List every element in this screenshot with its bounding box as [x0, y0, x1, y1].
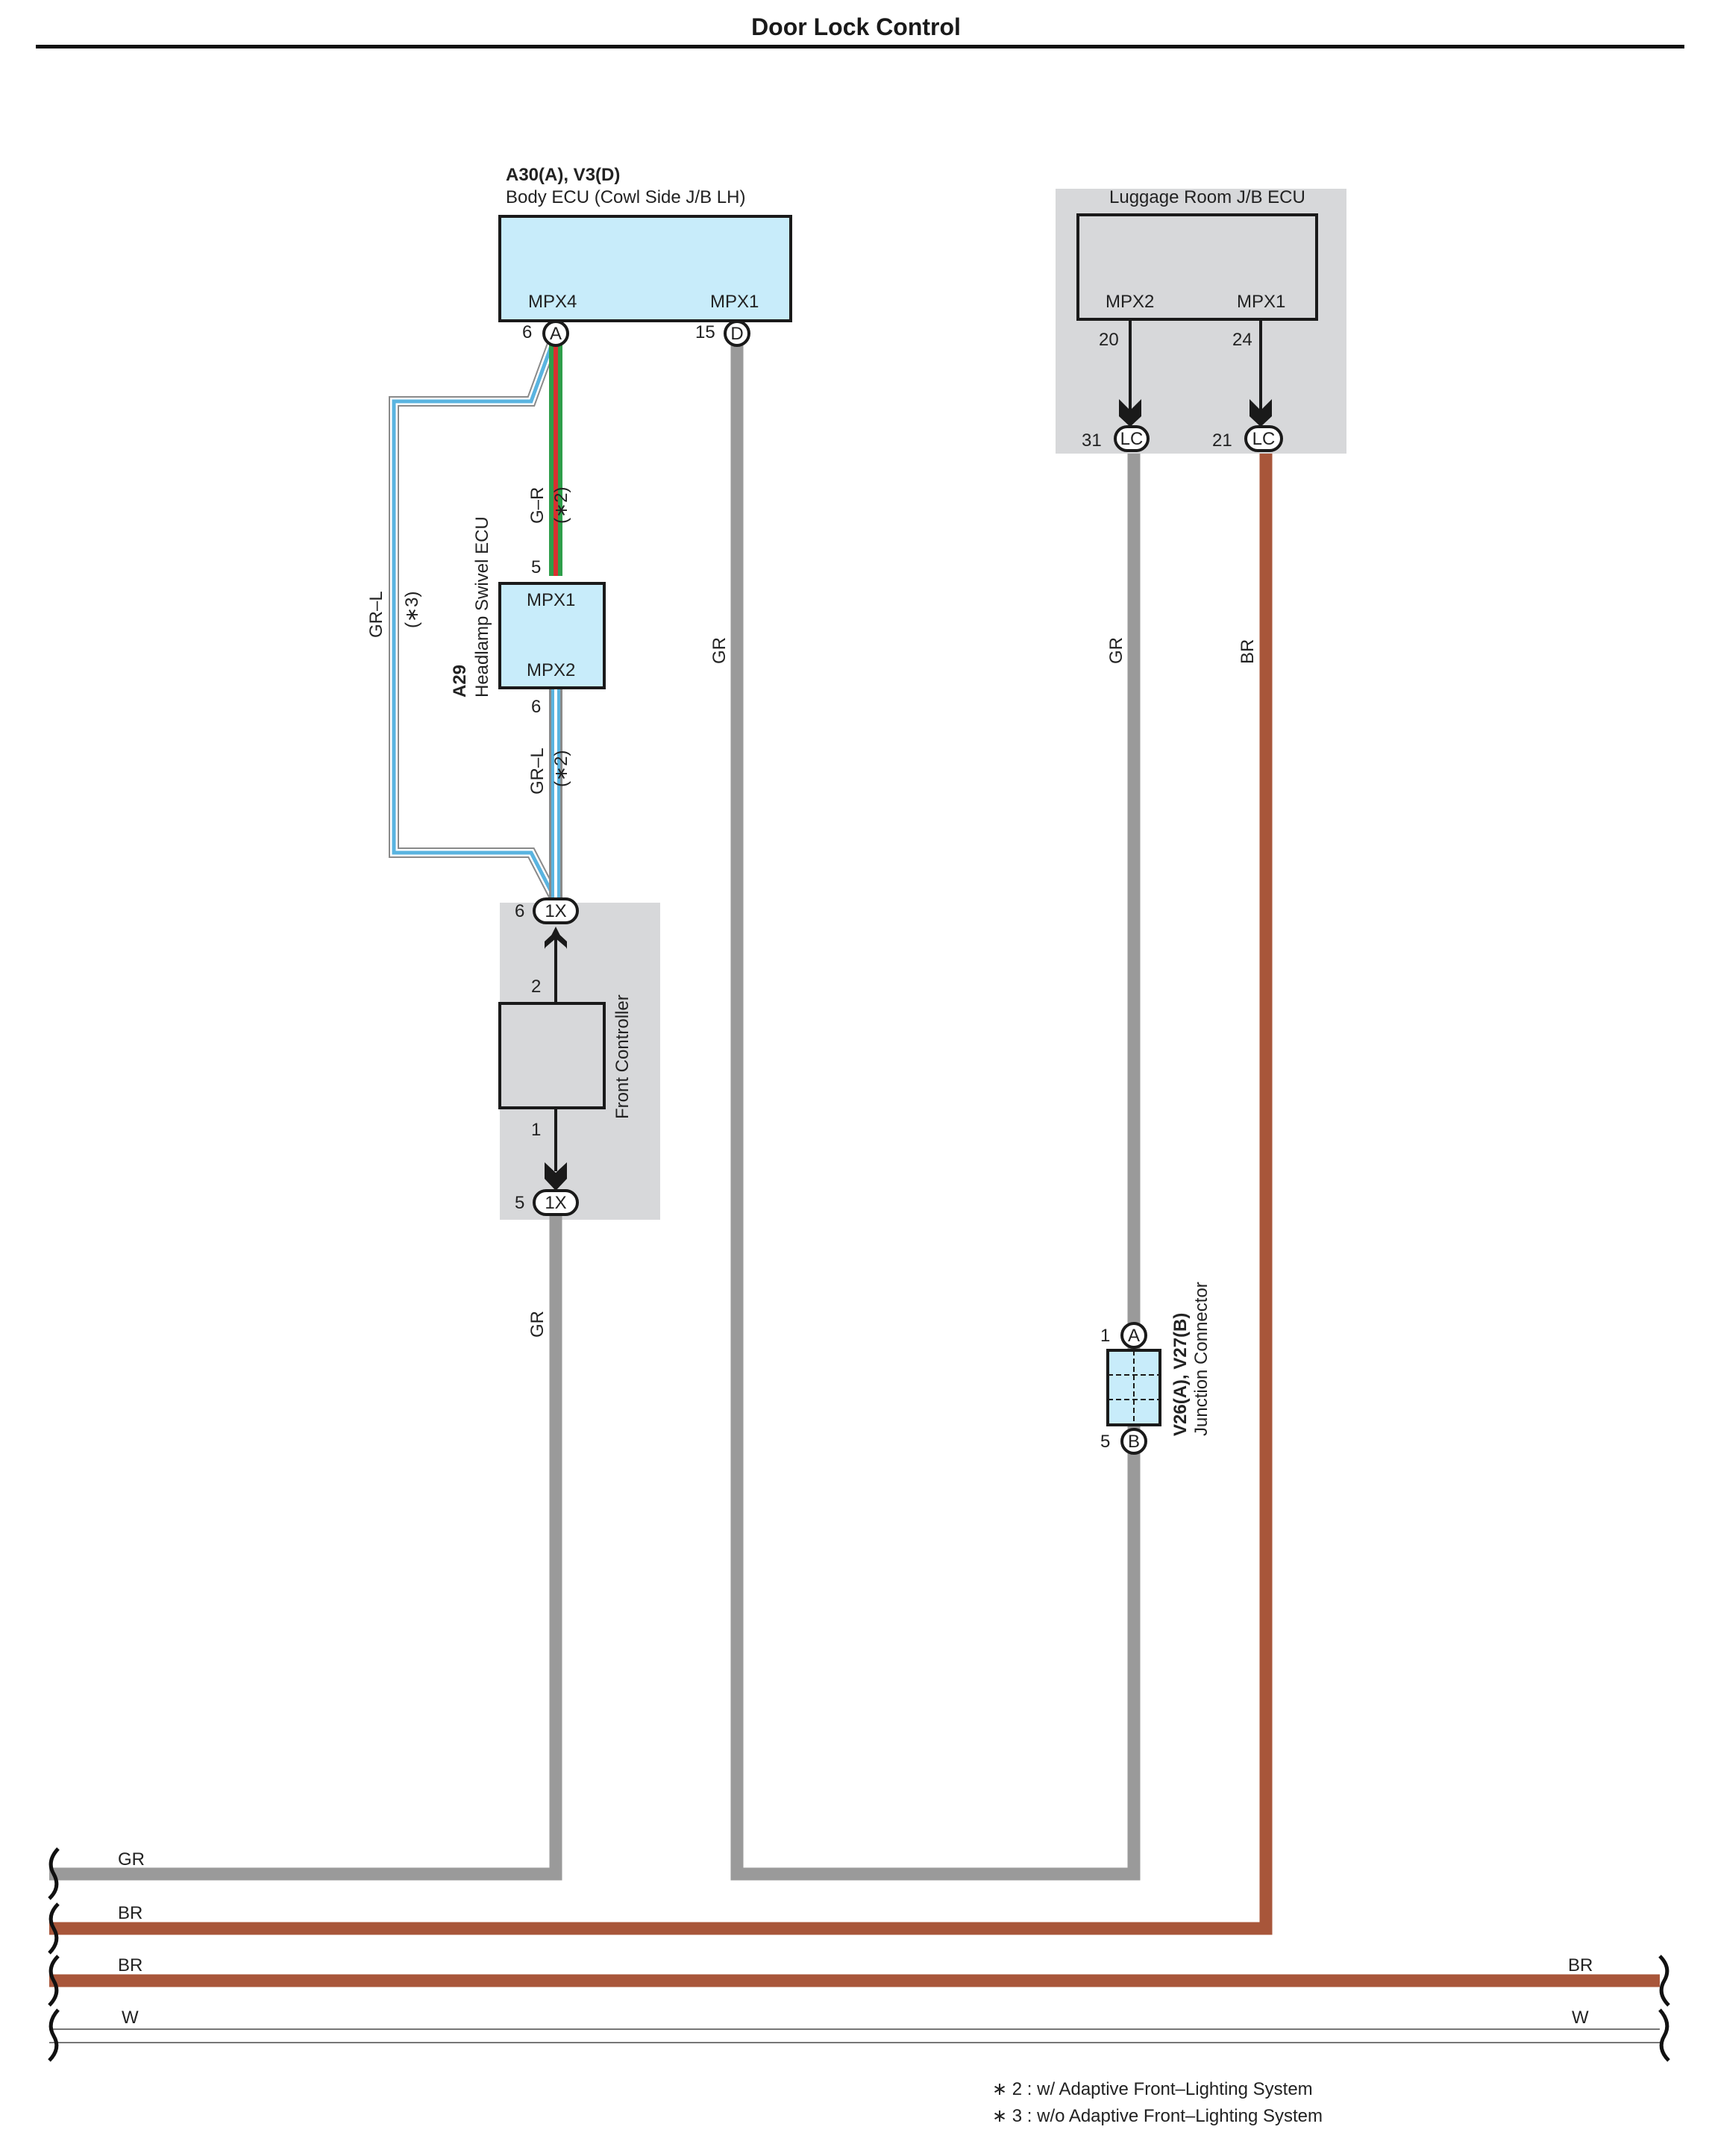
body-ecu-mpx1-label: MPX1 [710, 292, 759, 312]
body-ecu-code: A30(A), V3(D) [506, 165, 620, 185]
svg-text:B: B [1128, 1432, 1140, 1452]
junction-pin-5: 5 [1100, 1432, 1110, 1452]
front-pin-2: 2 [531, 977, 541, 997]
luggage-ecu-mpx1-label: MPX1 [1237, 292, 1285, 312]
wire-label-g-r: G–R [527, 487, 548, 524]
title-divider [36, 45, 1684, 48]
headlamp-pin-6: 6 [531, 697, 541, 717]
wire-label-gr-luggage: GR [1106, 637, 1126, 664]
note-2: ∗ 2 : w/ Adaptive Front–Lighting System [992, 2079, 1313, 2099]
front-conn-bottom-pin: 5 [515, 1193, 524, 1213]
luggage-ecu-name: Luggage Room J/B ECU [1109, 187, 1305, 207]
connector-d: D [724, 320, 750, 347]
connector-1x-bottom: 1X [533, 1189, 579, 1216]
svg-text:A: A [550, 324, 562, 344]
luggage-mpx1-arrowhead [1249, 399, 1272, 427]
svg-text:D: D [730, 324, 743, 344]
break-marks-left [48, 1847, 60, 2062]
svg-text:LC: LC [1120, 429, 1144, 449]
front-controller-name: Front Controller [612, 994, 633, 1119]
bus-label-br2-right: BR [1568, 1955, 1593, 1975]
note-3: ∗ 3 : w/o Adaptive Front–Lighting System [992, 2106, 1323, 2126]
wire-label-gr-front: GR [527, 1311, 548, 1338]
junction-connector-name: Junction Connector [1191, 1282, 1211, 1436]
junction-conn-b: B [1120, 1428, 1147, 1455]
front-lower-arrowhead [545, 1162, 567, 1191]
luggage-ecu-pin-24: 24 [1232, 330, 1252, 350]
wire-label-br-luggage: BR [1238, 639, 1258, 664]
headlamp-pin-5: 5 [531, 557, 541, 577]
connector-lc-21: LC [1244, 425, 1283, 452]
svg-text:A: A [1128, 1326, 1140, 1346]
luggage-ecu-pin-20: 20 [1099, 330, 1119, 350]
headlamp-ecu-code: A29 [450, 665, 470, 698]
wire-label-gr-l: GR–L [527, 748, 548, 795]
bus-label-gr: GR [118, 1849, 145, 1870]
wire-note-2-top: (∗2) [551, 487, 571, 524]
connector-1x-top: 1X [533, 897, 579, 924]
body-ecu-name: Body ECU (Cowl Side J/B LH) [506, 187, 745, 207]
junction-conn-a: A [1120, 1322, 1147, 1349]
wire-note-3: (∗3) [402, 592, 422, 628]
luggage-mpx2-arrowhead [1119, 399, 1141, 427]
bus-label-w-right: W [1572, 2008, 1589, 2028]
body-ecu-pin-15: 15 [695, 322, 715, 342]
junction-connector-box [1106, 1349, 1161, 1426]
luggage-ecu-box [1076, 213, 1318, 321]
headlamp-mpx2-label: MPX2 [527, 660, 575, 680]
front-pin-1: 1 [531, 1120, 541, 1140]
headlamp-ecu-name: Headlamp Swivel ECU [472, 516, 492, 698]
front-conn-top-pin: 6 [515, 901, 524, 921]
gr-wire-body [730, 343, 1141, 1881]
luggage-conn-pin-31: 31 [1082, 430, 1102, 451]
front-controller-box [498, 1002, 606, 1109]
g-r-wire [549, 343, 562, 576]
body-ecu-box [498, 215, 792, 322]
connector-a: A [542, 320, 569, 347]
gr-l-wire [549, 689, 562, 906]
page-title: Door Lock Control [751, 13, 961, 40]
wire-label-gr-l-loop: GR–L [366, 591, 386, 638]
headlamp-swivel-ecu-box [498, 582, 606, 689]
front-upper-arrowhead [545, 929, 567, 949]
luggage-ecu-mpx2-label: MPX2 [1106, 292, 1154, 312]
junction-connector-code: V26(A), V27(B) [1170, 1313, 1191, 1436]
bus-label-br1: BR [118, 1903, 142, 1923]
bus-label-br2-left: BR [118, 1955, 142, 1975]
luggage-conn-pin-21: 21 [1212, 430, 1232, 451]
bus-label-w-left: W [122, 2008, 139, 2028]
body-ecu-mpx4-label: MPX4 [528, 292, 577, 312]
gr-l-loop-wire [389, 333, 560, 902]
break-marks-right [1658, 1955, 1670, 2062]
gr-wire-front [49, 1214, 562, 1881]
junction-pin-1: 1 [1100, 1326, 1110, 1346]
svg-text:1X: 1X [545, 1193, 566, 1213]
svg-text:1X: 1X [545, 901, 566, 921]
connector-lc-31: LC [1114, 425, 1150, 452]
br-wire-luggage [49, 454, 1273, 1935]
wire-label-gr-body: GR [709, 637, 730, 664]
headlamp-mpx1-label: MPX1 [527, 590, 575, 610]
wire-note-2-bottom: (∗2) [551, 750, 571, 787]
body-ecu-pin-6: 6 [522, 322, 532, 342]
svg-text:LC: LC [1252, 429, 1276, 449]
